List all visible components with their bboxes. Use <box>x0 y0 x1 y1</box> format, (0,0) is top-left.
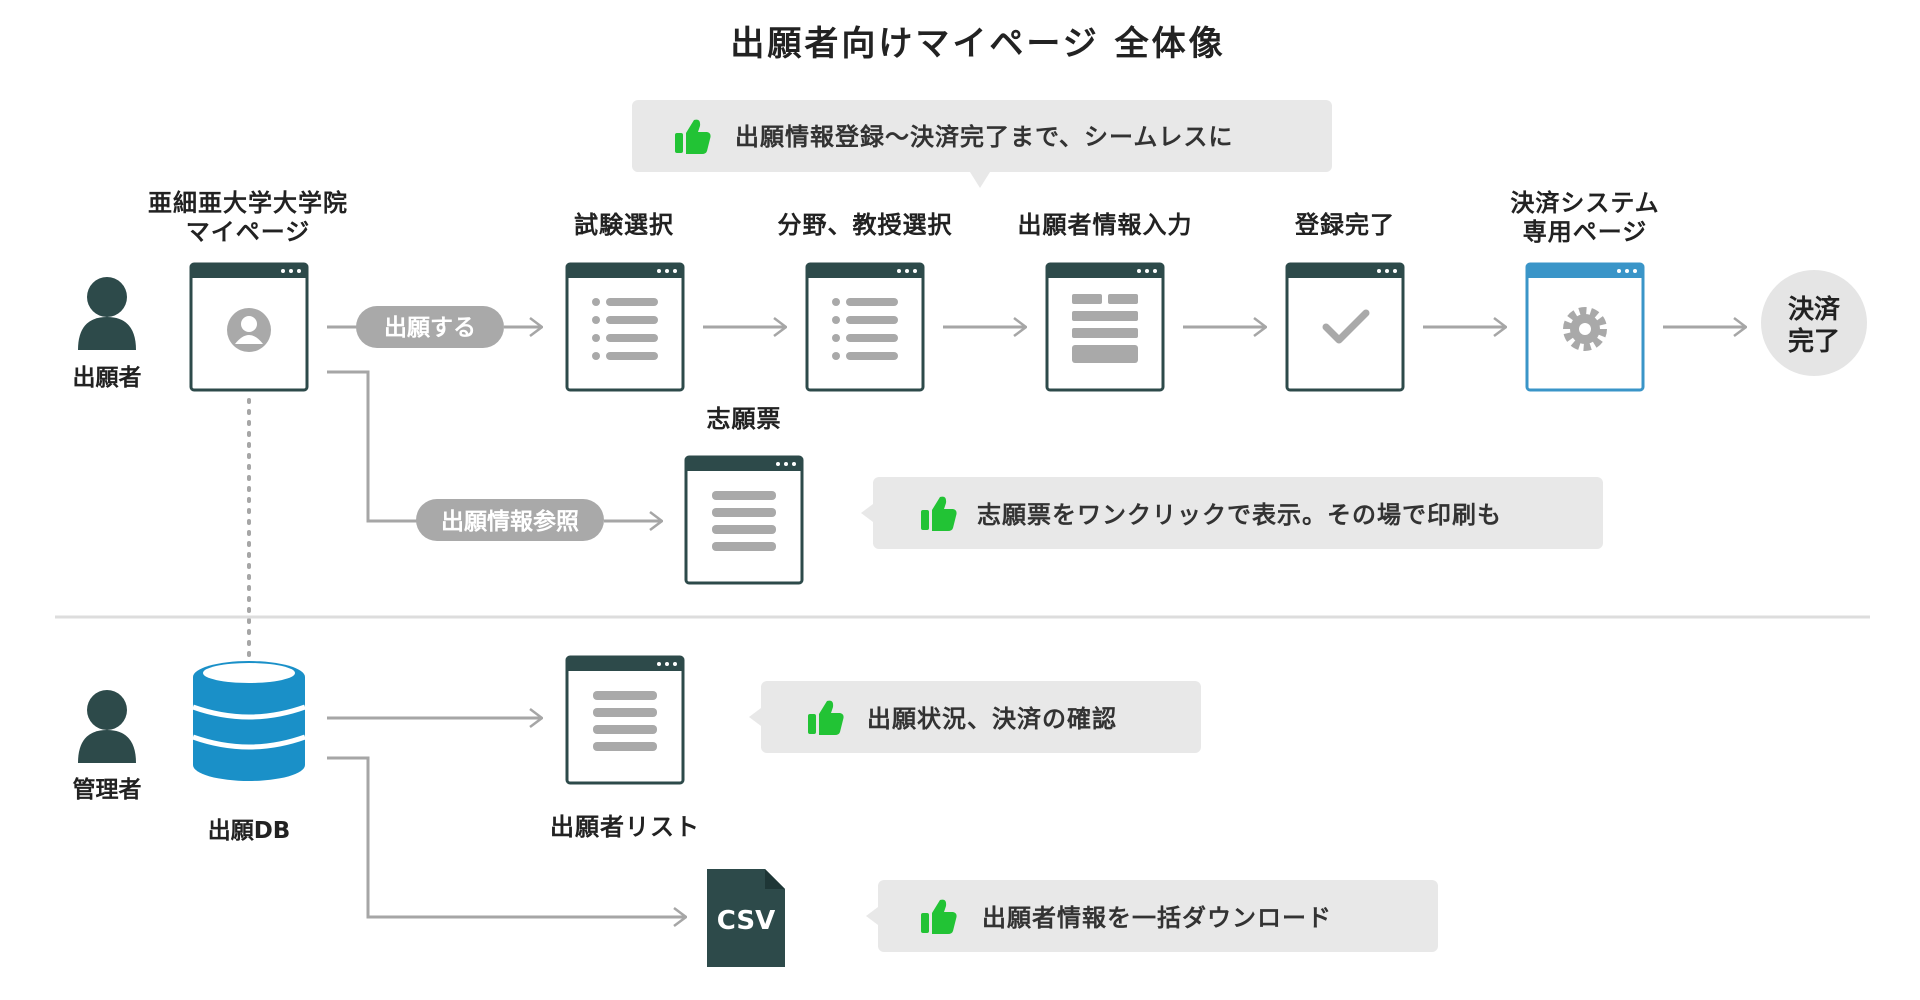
reference-connector <box>327 370 662 541</box>
step-registered-label: 登録完了 <box>1294 211 1395 239</box>
db-to-csv-connector <box>327 756 686 917</box>
step-info-input-label: 出願者情報入力 <box>1018 211 1193 239</box>
apply-connector <box>327 306 542 348</box>
person-icon <box>78 690 136 763</box>
thumbs-up-icon <box>808 700 844 735</box>
application-form-window <box>684 455 804 585</box>
checkmark-icon <box>1322 309 1370 344</box>
mypage-label-line1: 亜細亜大学大学院 <box>148 189 348 217</box>
seamless-callout-text: 出願情報登録〜決済完了まで、シームレスに <box>735 123 1233 151</box>
status-check-callout: 出願状況、決済の確認 <box>749 681 1201 753</box>
thumbs-up-icon <box>675 119 711 154</box>
step-field-select-window <box>805 262 925 392</box>
application-form-label: 志願票 <box>707 405 782 433</box>
admin-actor: 管理者 <box>73 690 142 803</box>
apply-pill-label: 出願する <box>384 315 476 341</box>
step-payment-window <box>1525 262 1645 392</box>
thumbs-up-icon <box>921 496 957 531</box>
reference-pill-label: 出願情報参照 <box>441 508 579 535</box>
applicant-list-label: 出願者リスト <box>550 813 700 841</box>
bulk-download-callout-text: 出願者情報を一括ダウンロード <box>982 904 1332 932</box>
csv-file-icon <box>707 869 785 967</box>
mypage-label-line2: マイページ <box>186 218 311 246</box>
payment-complete-node <box>1761 270 1867 376</box>
seamless-callout: 出願情報登録〜決済完了まで、シームレスに <box>632 100 1332 188</box>
database-label: 出願DB <box>208 818 291 844</box>
step-payment-label-line2: 専用ページ <box>1523 218 1648 246</box>
thumbs-up-icon <box>921 899 957 934</box>
status-check-callout-text: 出願状況、決済の確認 <box>867 705 1117 733</box>
one-click-callout: 志願票をワンクリックで表示。その場で印刷も <box>861 477 1603 549</box>
step-exam-select-window <box>565 262 685 392</box>
admin-label: 管理者 <box>73 776 142 803</box>
one-click-callout-text: 志願票をワンクリックで表示。その場で印刷も <box>977 501 1502 529</box>
user-avatar-icon <box>227 308 271 352</box>
applicant-actor: 出願者 <box>73 277 142 391</box>
applicant-list-window <box>565 655 685 785</box>
gear-icon <box>1563 307 1607 351</box>
bulk-download-callout: 出願者情報を一括ダウンロード <box>866 880 1438 952</box>
mypage-window <box>189 262 309 392</box>
database-icon <box>192 661 306 781</box>
step-payment-label-line1: 決済システム <box>1510 189 1659 217</box>
person-icon <box>78 277 136 350</box>
step-field-select-label: 分野、教授選択 <box>778 211 953 239</box>
applicant-label: 出願者 <box>73 365 142 391</box>
payment-complete-line2: 完了 <box>1788 326 1840 357</box>
payment-complete-line1: 決済 <box>1788 294 1841 325</box>
page-title: 出願者向けマイページ 全体像 <box>730 24 1225 64</box>
step-info-input-window <box>1045 262 1165 392</box>
csv-label: CSV <box>717 906 775 936</box>
step-registered-window <box>1285 262 1405 392</box>
step-exam-select-label: 試験選択 <box>574 211 674 239</box>
